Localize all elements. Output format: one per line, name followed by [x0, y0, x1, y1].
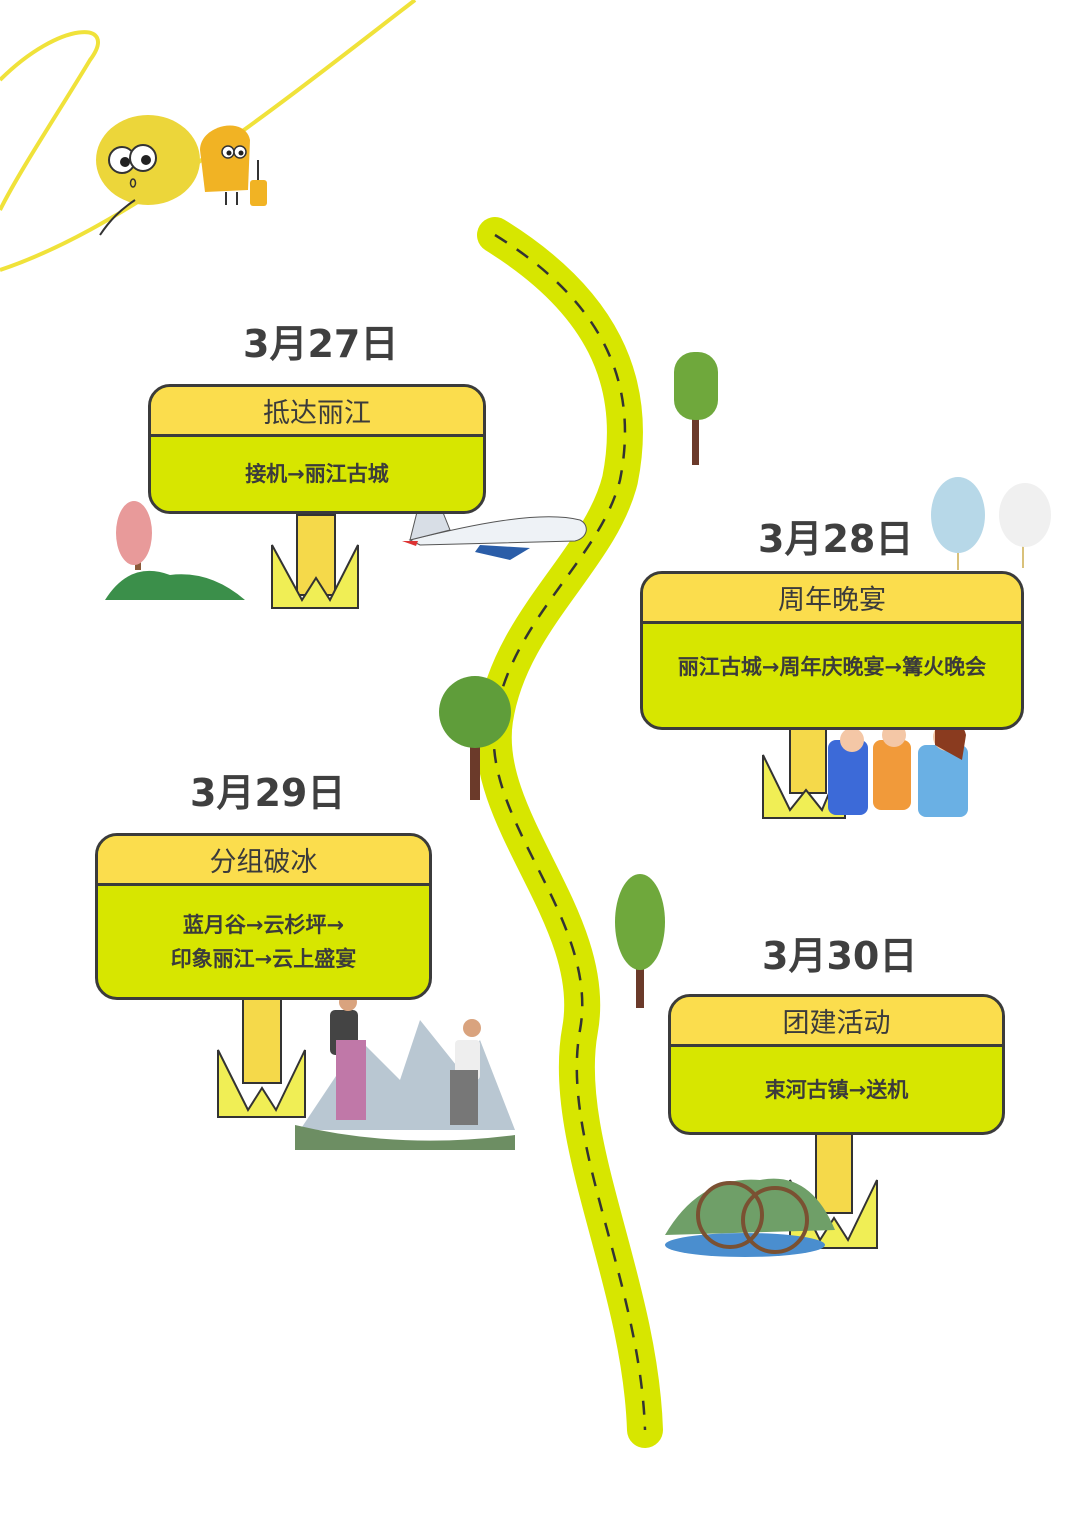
tree-icon [105, 501, 245, 600]
tree-icon [615, 874, 665, 1008]
arrow-post-icon [762, 727, 846, 819]
arrow-post-icon [271, 514, 359, 609]
event-card-day3: 分组破冰 蓝月谷→云杉坪→ 印象丽江→云上盛宴 [95, 833, 432, 1000]
arrow-post-icon [789, 1132, 878, 1249]
event-title-day2: 周年晚宴 [643, 574, 1021, 624]
water-wheel-icon [665, 1178, 835, 1257]
event-route-day4: 束河古镇→送机 [764, 1077, 909, 1102]
event-card-day2: 周年晚宴 丽江古城→周年庆晚宴→篝火晚会 [640, 571, 1024, 730]
event-route-day1: 接机→丽江古城 [245, 462, 389, 486]
event-title-day4: 团建活动 [671, 997, 1002, 1047]
event-card-day4: 团建活动 束河古镇→送机 [668, 994, 1005, 1135]
event-card-day1: 抵达丽江 接机→丽江古城 [148, 384, 486, 514]
date-day4: 3月30日 [762, 934, 918, 978]
airplane-icon [402, 499, 587, 560]
cotton-tree-icon [931, 477, 1051, 570]
arrow-post-icon [217, 997, 306, 1118]
winding-road [475, 217, 663, 1448]
event-route-day3-line1: 蓝月谷→云杉坪→ [182, 912, 345, 937]
date-day1: 3月27日 [243, 322, 399, 366]
tree-icon [439, 676, 511, 800]
event-route-day2: 丽江古城→周年庆晚宴→篝火晚会 [677, 655, 987, 679]
hikers-icon [295, 993, 515, 1150]
cartoon-characters-icon [96, 115, 267, 236]
event-title-day3: 分组破冰 [98, 836, 429, 886]
date-day3: 3月29日 [190, 771, 346, 815]
date-day2: 3月28日 [758, 517, 914, 561]
event-route-day3-line2: 印象丽江→云上盛宴 [170, 946, 357, 971]
tree-icon [674, 352, 718, 465]
event-title-day1: 抵达丽江 [151, 387, 483, 437]
celebrating-people-icon [828, 719, 968, 817]
